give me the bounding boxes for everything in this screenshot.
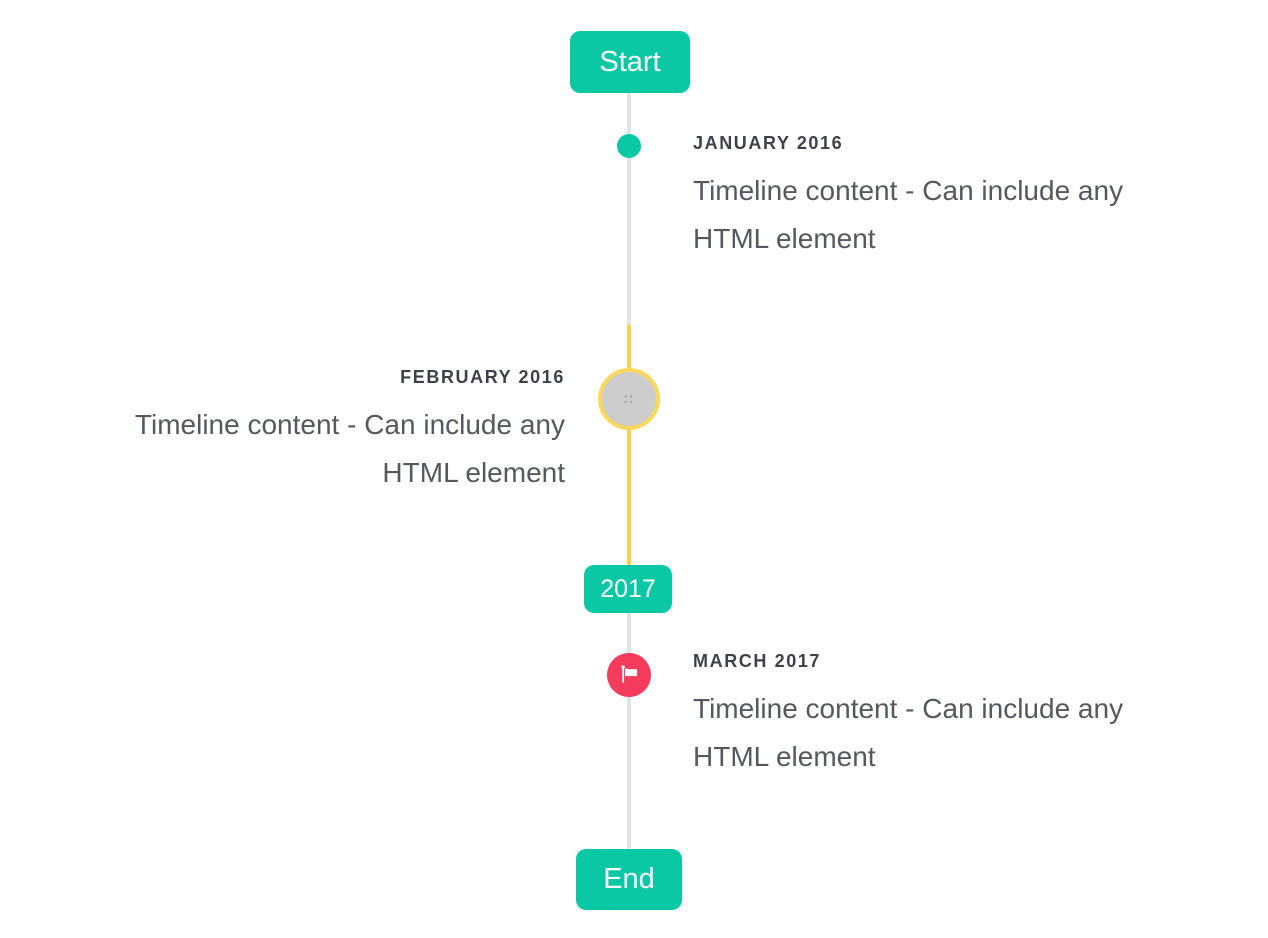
timeline-highlighted-segment xyxy=(627,325,631,565)
timeline-marker-january-2016[interactable] xyxy=(617,134,641,158)
timeline-item-january-2016: JANUARY 2016 Timeline content - Can incl… xyxy=(693,132,1163,263)
broken-image-icon: ∷ xyxy=(624,391,634,407)
end-badge-label: End xyxy=(603,863,655,895)
item-date: FEBRUARY 2016 xyxy=(400,367,565,387)
flag-icon xyxy=(618,664,640,686)
timeline-marker-february-2016-selected[interactable]: ∷ xyxy=(598,368,660,430)
timeline-item-march-2017: MARCH 2017 Timeline content - Can includ… xyxy=(693,650,1163,781)
item-date: MARCH 2017 xyxy=(693,651,822,671)
item-date: JANUARY 2016 xyxy=(693,133,844,153)
timeline-year-badge: 2017 xyxy=(584,565,672,613)
timeline-marker-march-2017[interactable] xyxy=(607,653,651,697)
start-badge-label: Start xyxy=(599,45,661,78)
year-badge-label: 2017 xyxy=(600,574,656,603)
item-content: Timeline content - Can include any HTML … xyxy=(693,175,1124,254)
timeline-end-badge: End xyxy=(576,849,682,910)
timeline-start-badge: Start xyxy=(570,31,690,93)
timeline-item-february-2016: FEBRUARY 2016 Timeline content - Can inc… xyxy=(95,366,565,497)
item-content: Timeline content - Can include any HTML … xyxy=(693,693,1124,772)
item-content: Timeline content - Can include any HTML … xyxy=(134,409,565,488)
